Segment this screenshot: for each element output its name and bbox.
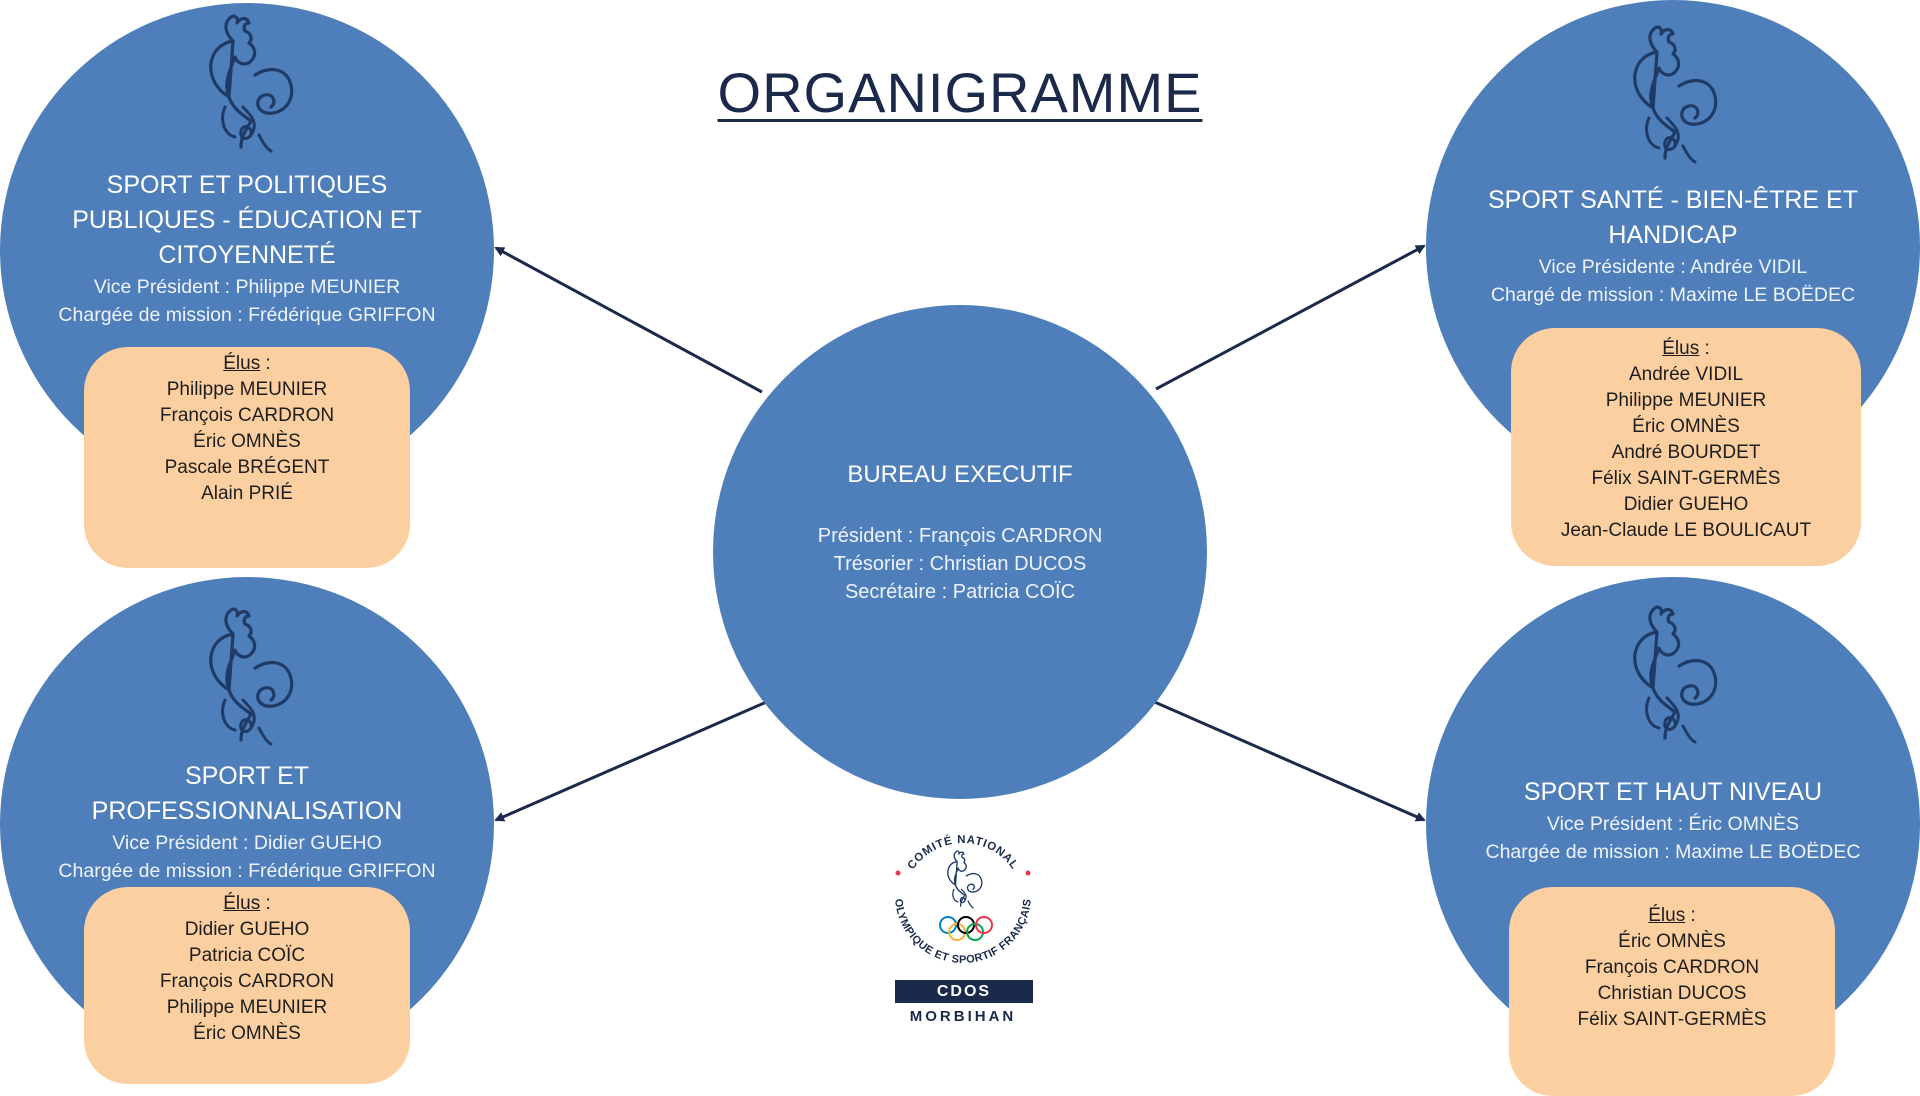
section-title: SPORT ET POLITIQUES PUBLIQUES - ÉDUCATIO…: [0, 168, 494, 273]
arrow-to-professionnalisation: [494, 698, 772, 822]
elu-name: Patricia COÏC: [188, 945, 306, 966]
rooster-icon: [1633, 605, 1718, 744]
elus-label: Élus: [223, 893, 261, 914]
section-title-line: CITOYENNETÉ: [158, 241, 336, 269]
charge-de-mission: Chargée de mission : Frédérique GRIFFON: [58, 860, 436, 882]
page-title-text: ORGANIGRAMME: [717, 61, 1203, 124]
charge-de-mission: Chargée de mission : Maxime LE BOËDEC: [1485, 841, 1861, 863]
rooster-icon: [209, 607, 294, 746]
president: Président : François CARDRON: [817, 525, 1103, 547]
elus-box: Élus : Andrée VIDIL Philippe MEUNIER Éri…: [1511, 328, 1861, 566]
logo-dot: [1025, 870, 1031, 876]
elus-heading: Élus :: [1509, 903, 1835, 929]
rooster-icon: [209, 14, 294, 153]
secretaire: Secrétaire : Patricia COÏC: [844, 581, 1076, 603]
section-title-line: SPORT ET: [184, 762, 310, 790]
elu-name: Éric OMNÈS: [193, 1023, 301, 1044]
elu-name: François CARDRON: [159, 971, 335, 992]
rooster-icon: [1633, 25, 1718, 164]
elu-name: Christian DUCOS: [1597, 983, 1747, 1004]
section-title: SPORT ET PROFESSIONNALISATION: [0, 759, 494, 829]
bureau-title: BUREAU EXECUTIF: [847, 461, 1073, 488]
elus-suffix: :: [260, 893, 271, 914]
elus-label: Élus: [1662, 338, 1700, 359]
elu-name: Didier GUEHO: [184, 919, 310, 940]
section-title-line: PUBLIQUES - ÉDUCATION ET: [72, 206, 422, 234]
olympic-rings-icon: [939, 916, 993, 941]
elu-name: François CARDRON: [1584, 957, 1760, 978]
charge-de-mission: Chargée de mission : Frédérique GRIFFON: [58, 304, 436, 326]
vice-presidente: Vice Présidente : Andrée VIDIL: [1538, 256, 1808, 278]
elus-suffix: :: [260, 353, 271, 374]
arrow-to-haut-niveau: [1149, 698, 1426, 822]
elu-name: Andrée VIDIL: [1628, 364, 1744, 385]
logo-dot: [895, 870, 901, 876]
cnosf-emblem-icon: COMITÉ NATIONAL OLYMPIQUE ET SPORTIF FRA…: [892, 834, 1034, 966]
elus-heading: Élus :: [84, 351, 410, 377]
logo-morbihan: MORBIHAN: [909, 1008, 1017, 1025]
elu-name: Félix SAINT-GERMÈS: [1591, 468, 1781, 489]
vice-president: Vice Président : Philippe MEUNIER: [93, 276, 401, 298]
elu-name: Alain PRIÉ: [201, 483, 293, 504]
elu-name: Philippe MEUNIER: [166, 997, 328, 1018]
arrow-to-politiques: [494, 246, 763, 394]
section-title: SPORT SANTÉ - BIEN-ÊTRE ET HANDICAP: [1426, 183, 1920, 253]
vice-president: Vice Président : Éric OMNÈS: [1546, 813, 1800, 835]
elus-label: Élus: [1648, 905, 1686, 926]
section-title-line: SPORT SANTÉ - BIEN-ÊTRE ET: [1488, 186, 1858, 214]
bureau-executif-circle: BUREAU EXECUTIF Président : François CAR…: [713, 305, 1207, 799]
logo-cdos-band: CDOS: [895, 980, 1033, 1003]
elu-name: Philippe MEUNIER: [166, 379, 328, 400]
elu-name: Pascale BRÉGENT: [164, 457, 330, 478]
elus-heading: Élus :: [1511, 336, 1861, 362]
section-title-line: SPORT ET HAUT NIVEAU: [1523, 778, 1823, 806]
elu-name: Éric OMNÈS: [1632, 416, 1740, 437]
vice-president: Vice Président : Didier GUEHO: [112, 832, 382, 854]
logo-rooster-icon: [947, 850, 983, 909]
elu-name: Didier GUEHO: [1623, 494, 1749, 515]
elus-suffix: :: [1685, 905, 1696, 926]
bureau-roles: Président : François CARDRON Trésorier :…: [713, 522, 1207, 606]
elus-label: Élus: [223, 353, 261, 374]
elus-box: Élus : Éric OMNÈS François CARDRON Chris…: [1509, 887, 1835, 1096]
elus-box: Élus : Didier GUEHO Patricia COÏC Franço…: [84, 887, 410, 1084]
elu-name: François CARDRON: [159, 405, 335, 426]
elu-name: Félix SAINT-GERMÈS: [1577, 1009, 1767, 1030]
elu-name: Éric OMNÈS: [1618, 931, 1726, 952]
cdos-logo: COMITÉ NATIONAL OLYMPIQUE ET SPORTIF FRA…: [885, 815, 1035, 1030]
charge-de-mission: Chargé de mission : Maxime LE BOËDEC: [1490, 284, 1856, 306]
elu-name: Éric OMNÈS: [193, 431, 301, 452]
elu-name: Philippe MEUNIER: [1605, 390, 1767, 411]
section-title: SPORT ET HAUT NIVEAU: [1426, 775, 1920, 810]
elu-name: Jean-Claude LE BOULICAUT: [1560, 520, 1812, 541]
section-title-line: PROFESSIONNALISATION: [91, 797, 403, 825]
page-title: ORGANIGRAMME: [0, 60, 1920, 125]
elu-name: André BOURDET: [1611, 442, 1761, 463]
elus-suffix: :: [1699, 338, 1710, 359]
elus-box: Élus : Philippe MEUNIER François CARDRON…: [84, 347, 410, 568]
section-title-line: HANDICAP: [1608, 221, 1738, 249]
tresorier: Trésorier : Christian DUCOS: [833, 553, 1087, 575]
arrow-to-sante: [1155, 244, 1426, 391]
elus-heading: Élus :: [84, 891, 410, 917]
section-haut-niveau-circle: SPORT ET HAUT NIVEAU Vice Président : Ér…: [1426, 577, 1920, 1071]
section-title-line: SPORT ET POLITIQUES: [106, 171, 388, 199]
